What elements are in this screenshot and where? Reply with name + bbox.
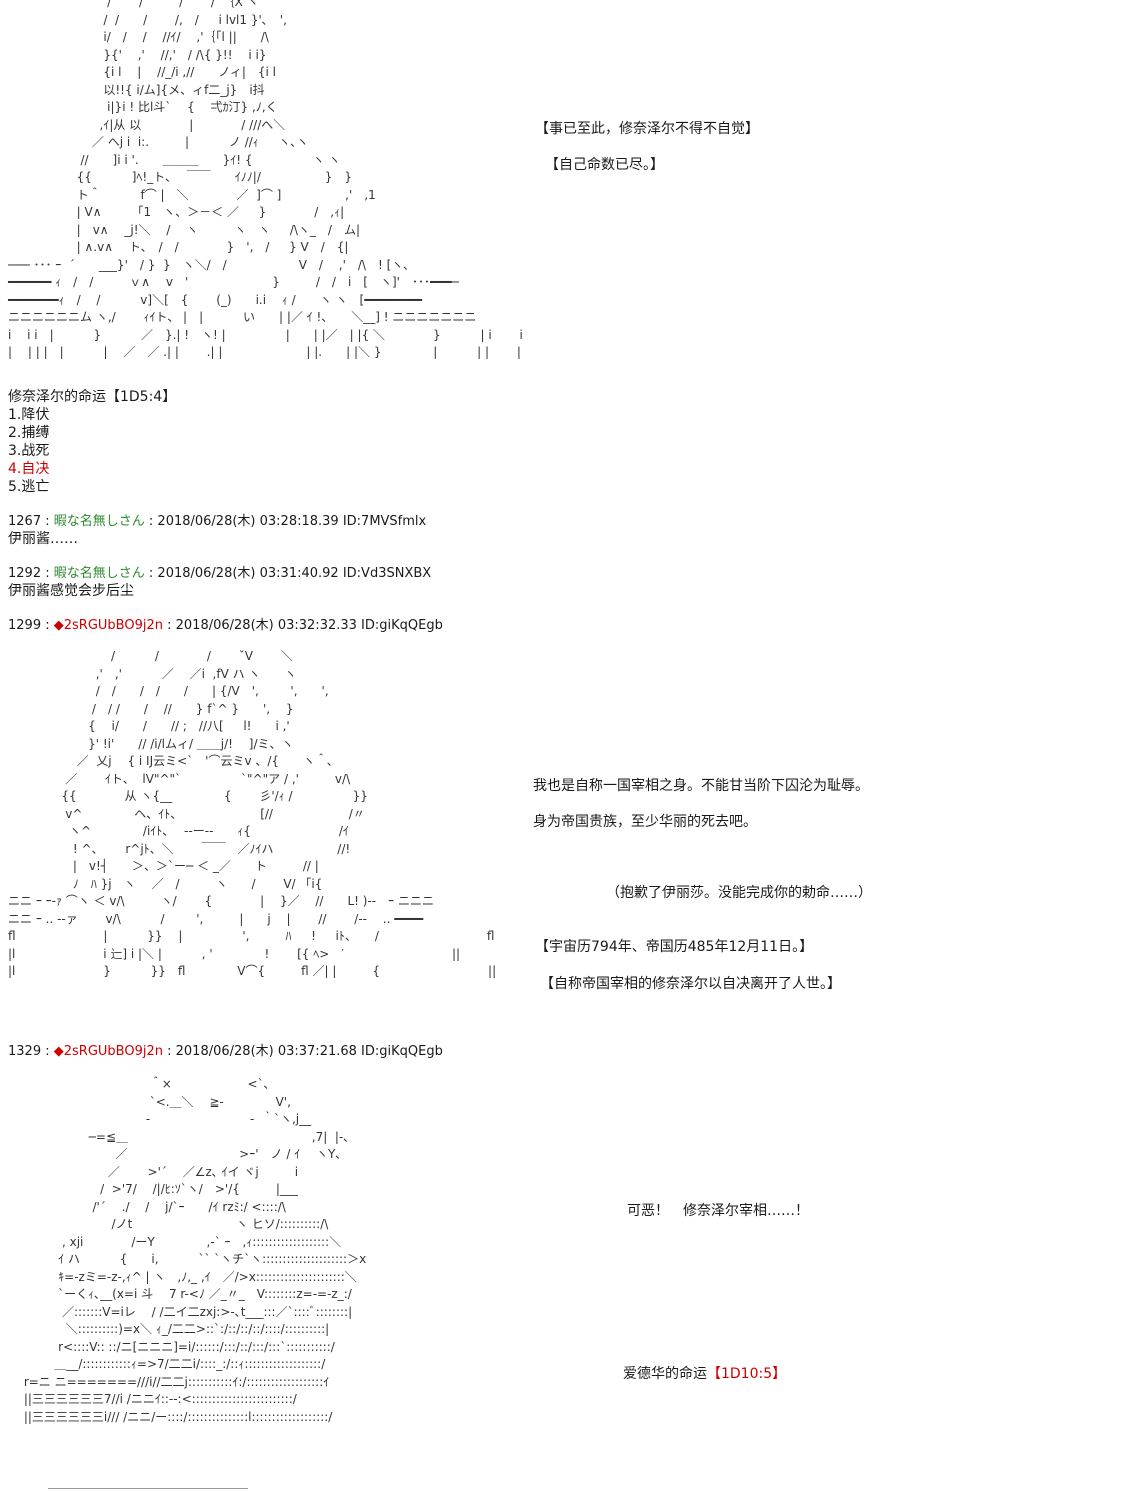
post-number: 1267 [8,514,42,529]
separator: : [41,618,54,633]
post-header-1292: 1292 : 暇な名無しさん : 2018/06/28(木) 03:31:40.… [8,565,431,583]
ascii-art-top: / / / / ｛Х ヽ / / / /, / i lvl1 }'､ ', i/… [8,0,523,359]
poster-trip-link[interactable]: ◆2sRGUbBO9j2n [53,618,163,633]
fate-block: 修奈泽尔的命运【1D5:4】 1.降伏 2.捕缚 3.战死 4.自决 5.逃亡 [8,388,176,496]
post-number: 1292 [8,566,42,581]
post1329-caption-1: 可恶！ 修奈泽尔宰相……！ [627,1203,809,1219]
post1299-caption-2: 身为帝国贵族，至少华丽的死去吧。 [533,814,757,830]
fate-option-5: 5.逃亡 [8,479,50,495]
poster-name-link[interactable]: 暇な名無しさん [53,514,145,529]
fate-title: 修奈泽尔的命运【1D5:4】 [8,389,177,405]
separator: : [144,566,158,581]
post-number: 1299 [8,618,42,633]
separator: : [41,514,54,529]
separator: : [144,514,158,529]
post-number: 1329 [8,1044,42,1059]
edward-fate-label: 爱德华的命运 [623,1366,707,1382]
post-body-1267: 伊丽酱…… [8,531,78,547]
top-caption-1: 【事已至此，修奈泽尔不得不自觉】 [535,121,759,137]
edward-fate-roll: 【1D10:5】 [707,1366,787,1382]
post1299-caption-1: 我也是自称一国宰相之身。不能甘当阶下囚沦为耻辱。 [533,778,869,794]
post-id: ID:giKqQEgb [361,1044,443,1059]
separator: : [162,1044,176,1059]
separator: : [41,566,54,581]
ascii-art-bottom: ＾× <`､ `<.＿＼ ≧- V', - - ｀`ヽ,j__ ─=≦＿ ,7|… [23,1077,367,1424]
post-id: ID:Vd3SNXBX [342,566,432,581]
post-date: 2018/06/28(木) 03:31:40.92 [157,566,339,581]
post-date: 2018/06/28(木) 03:28:18.39 [157,514,339,529]
post-id: ID:7MVSfmlx [342,514,427,529]
bottom-divider [48,1488,248,1489]
separator: : [41,1044,54,1059]
post1299-caption-4: 【宇宙历794年、帝国历485年12月11日。】 [535,939,814,955]
poster-name-link[interactable]: 暇な名無しさん [53,566,145,581]
poster-trip-link[interactable]: ◆2sRGUbBO9j2n [53,1044,163,1059]
post-header-1329: 1329 : ◆2sRGUbBO9j2n : 2018/06/28(木) 03:… [8,1043,443,1061]
fate-option-2: 2.捕缚 [8,425,50,441]
post-body-1292: 伊丽酱感觉会步后尘 [8,583,134,599]
separator: : [162,618,176,633]
post-id: ID:giKqQEgb [361,618,443,633]
post-date: 2018/06/28(木) 03:37:21.68 [175,1044,357,1059]
ascii-art-middle: / / / ˇV ＼ ,' ,' ／ ／i ,fV ハ ヽ ヽ / / / / … [8,649,497,978]
post-date: 2018/06/28(木) 03:32:32.33 [175,618,357,633]
fate-option-1: 1.降伏 [8,407,50,423]
fate-option-4-chosen: 4.自决 [8,461,50,477]
post-header-1267: 1267 : 暇な名無しさん : 2018/06/28(木) 03:28:18.… [8,513,426,531]
post1329-caption-2: 爱德华的命运【1D10:5】 [623,1365,786,1383]
post1299-caption-3: （抱歉了伊丽莎。没能完成你的勅命……） [606,885,872,901]
post1299-caption-5: 【自称帝国宰相的修奈泽尔以自决离开了人世。】 [540,976,841,992]
post-header-1299: 1299 : ◆2sRGUbBO9j2n : 2018/06/28(木) 03:… [8,617,443,635]
fate-option-3: 3.战死 [8,443,50,459]
top-caption-2: 【自己命数已尽。】 [545,157,664,173]
